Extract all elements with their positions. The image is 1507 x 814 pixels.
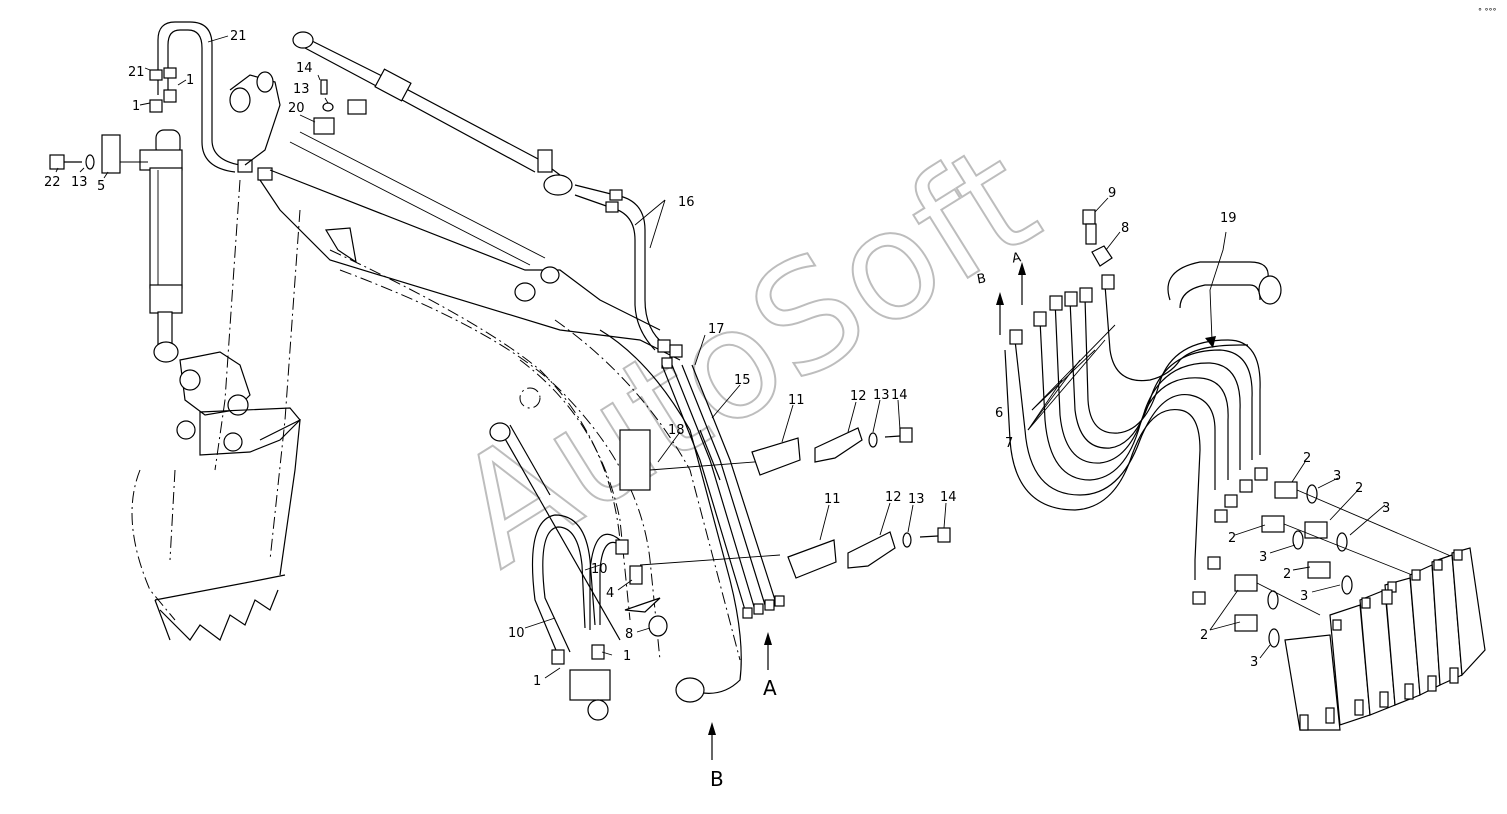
callout-label: 14 [296, 61, 313, 76]
callout-label: 12 [885, 490, 902, 505]
callout-labels: 21 21 1 1 14 13 20 22 13 5 16 17 15 18 1… [44, 29, 1390, 689]
callout-label: 3 [1250, 655, 1258, 670]
callout-label: 3 [1382, 501, 1390, 516]
leader-lines [55, 35, 1386, 760]
callout-label: 13 [293, 82, 310, 97]
corner-mark: ° °°° [1478, 7, 1497, 16]
callout-label: 11 [788, 393, 805, 408]
callout-label: 3 [1259, 550, 1267, 565]
callout-label: 8 [625, 627, 633, 642]
callout-label: 14 [891, 388, 908, 403]
callout-label: 20 [288, 101, 305, 116]
callout-label: 12 [850, 389, 867, 404]
callout-label: 2 [1283, 567, 1291, 582]
bucket [131, 351, 301, 641]
clamp-upper [751, 427, 913, 476]
hoses-6-7 [1004, 274, 1268, 605]
callout-label: 1 [132, 99, 140, 114]
callout-label: 16 [678, 195, 695, 210]
callout-label: 15 [734, 373, 751, 388]
callout-label: 2 [1303, 451, 1311, 466]
callout-label: 7 [1005, 436, 1013, 451]
callout-label: 1 [623, 649, 631, 664]
bucket-hoses [531, 514, 668, 721]
callout-label: 19 [1220, 211, 1237, 226]
adapters-2-3 [1234, 481, 1461, 648]
callout-label: 13 [908, 492, 925, 507]
control-valve-block [1284, 547, 1486, 731]
view-labels: A B A B [710, 250, 1022, 791]
view-label-a-small: A [1011, 250, 1022, 266]
bucket-cylinder [49, 21, 273, 363]
arm-hoses [574, 184, 785, 619]
callout-label: 1 [533, 674, 541, 689]
view-label-b-small: B [976, 271, 987, 287]
arm-and-boom [214, 31, 742, 703]
callout-label: 10 [591, 562, 608, 577]
callout-label: 14 [940, 490, 957, 505]
callout-label: 2 [1200, 628, 1208, 643]
hose-19 [1167, 261, 1282, 309]
callout-label: 4 [606, 586, 614, 601]
callout-label: 2 [1228, 531, 1236, 546]
view-label-b: B [710, 767, 724, 791]
callout-label: 21 [230, 29, 247, 44]
callout-label: 11 [824, 492, 841, 507]
callout-label: 17 [708, 322, 725, 337]
callout-label: 1 [186, 73, 194, 88]
callout-label: 3 [1333, 469, 1341, 484]
clamp-lower [787, 527, 951, 579]
callout-label: 2 [1355, 481, 1363, 496]
callout-label: 6 [995, 406, 1003, 421]
callout-label: 22 [44, 175, 61, 190]
callout-label: 10 [508, 626, 525, 641]
callout-label: 21 [128, 65, 145, 80]
fitting-9-8 [1082, 209, 1113, 267]
callout-label: 18 [668, 423, 685, 438]
callout-label: 8 [1121, 221, 1129, 236]
callout-label: 9 [1108, 186, 1116, 201]
callout-label: 3 [1300, 589, 1308, 604]
callout-label: 13 [873, 388, 890, 403]
callout-label: 5 [97, 179, 105, 194]
view-label-a: A [763, 676, 777, 700]
callout-label: 13 [71, 175, 88, 190]
